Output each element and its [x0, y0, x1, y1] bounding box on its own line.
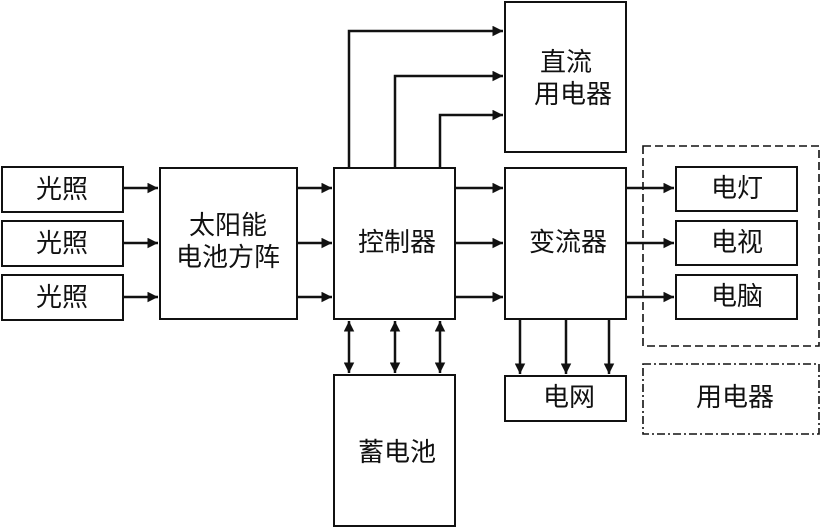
light-node-1: 光照 [1, 166, 124, 213]
solar-array-label-1: 太阳能 [189, 211, 267, 241]
dc-load-label-1: 直流 [540, 48, 592, 78]
computer-label: 电脑 [711, 282, 763, 312]
arrow-controller-to-dc-1 [347, 25, 503, 168]
inverter-node: 变流器 [504, 167, 627, 320]
dc-load-label-2: 用电器 [534, 80, 612, 110]
light-label-2: 光照 [36, 229, 88, 259]
loads-legend-label: 用电器 [696, 383, 774, 413]
grid-label: 电网 [543, 383, 595, 413]
battery-node: 蓄电池 [333, 374, 456, 527]
grid-node: 电网 [504, 375, 627, 422]
dc-load-node: 直流 用电器 [504, 1, 627, 153]
inverter-label: 变流器 [529, 228, 607, 258]
controller-label: 控制器 [358, 228, 436, 258]
solar-array-label-2: 电池方阵 [176, 243, 280, 273]
controller-node: 控制器 [333, 167, 456, 320]
battery-label: 蓄电池 [358, 438, 436, 468]
lamp-label: 电灯 [711, 174, 763, 204]
light-label-1: 光照 [36, 175, 88, 205]
arrow-controller-to-dc-3 [438, 109, 503, 168]
tv-node: 电视 [675, 220, 798, 266]
light-node-3: 光照 [1, 274, 124, 321]
lamp-node: 电灯 [675, 166, 798, 212]
arrow-controller-to-dc-2 [393, 70, 503, 168]
solar-array-node: 太阳能 电池方阵 [159, 167, 298, 320]
ac-loads-group [642, 145, 820, 347]
light-node-2: 光照 [1, 220, 124, 267]
loads-legend-box [642, 363, 820, 435]
computer-node: 电脑 [675, 274, 798, 320]
light-label-3: 光照 [36, 283, 88, 313]
tv-label: 电视 [711, 228, 763, 258]
